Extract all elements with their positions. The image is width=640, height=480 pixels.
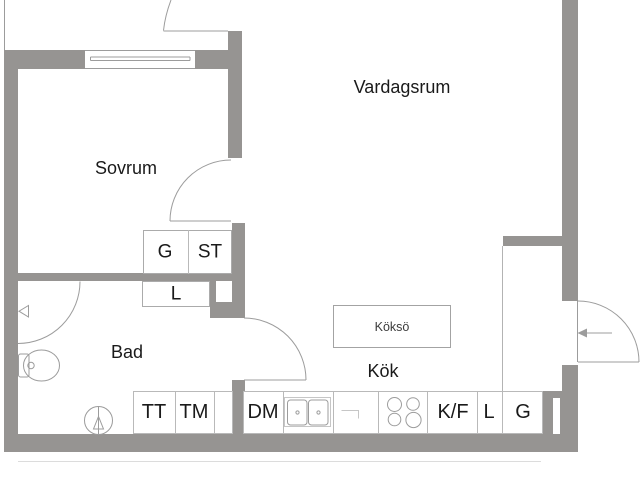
kitchen-island-box bbox=[333, 305, 451, 348]
closet-label-st: ST bbox=[197, 241, 223, 263]
counter-label-l: L bbox=[483, 401, 495, 423]
counter-label-tt: TT bbox=[141, 401, 167, 423]
closet-g-st-divider bbox=[188, 230, 189, 274]
wall-top-left bbox=[4, 50, 85, 69]
corner-shaft-notch bbox=[553, 398, 560, 434]
wall-left bbox=[4, 50, 18, 452]
wall-bathroom-north bbox=[18, 273, 232, 281]
wall-top-right-of-window bbox=[195, 50, 228, 69]
toilet-icon bbox=[18, 349, 60, 382]
laundry-counter bbox=[133, 391, 233, 434]
room-label-bedroom: Sovrum bbox=[94, 158, 158, 178]
counter-label-tm: TM bbox=[179, 401, 209, 423]
room-label-bathroom: Bad bbox=[110, 342, 144, 362]
wall-hall-top bbox=[503, 236, 565, 246]
washbasin-icon bbox=[84, 406, 113, 435]
counter-divider bbox=[477, 391, 478, 434]
closet-shaft-notch bbox=[216, 281, 232, 302]
room-label-living: Vardagsrum bbox=[353, 77, 451, 97]
counter-divider bbox=[502, 391, 503, 434]
window-icon bbox=[85, 50, 195, 69]
wall-bedroom-divider-upper bbox=[228, 31, 242, 158]
wall-bottom bbox=[4, 434, 578, 452]
kitchen-counter bbox=[243, 391, 543, 434]
counter-divider bbox=[427, 391, 428, 434]
closet-g-st-box bbox=[143, 230, 232, 274]
entrance-door-icon bbox=[577, 300, 640, 363]
counter-label-g: G bbox=[515, 401, 531, 423]
closet-label-g: G bbox=[157, 241, 173, 263]
top-door-arc bbox=[163, 0, 228, 32]
bathroom-door-icon bbox=[243, 317, 307, 381]
hall-boundary-line bbox=[502, 246, 503, 391]
bedroom-door-icon bbox=[169, 159, 232, 222]
closet-l-box bbox=[142, 281, 210, 307]
bottom-shadow-line bbox=[18, 461, 541, 462]
closet-label-l: L bbox=[170, 283, 182, 305]
counter-divider bbox=[333, 391, 334, 434]
entrance-arrow-icon bbox=[577, 328, 612, 338]
wall-right-upper bbox=[562, 0, 578, 301]
shower-corner-icon bbox=[17, 281, 81, 344]
counter-label-kf: K/F bbox=[437, 401, 469, 423]
counter-divider bbox=[175, 391, 176, 434]
wall-right-lower bbox=[562, 365, 578, 452]
counter-divider bbox=[283, 391, 284, 434]
floor-drain-icon bbox=[18, 304, 29, 318]
wall-bedroom-divider-lower bbox=[232, 223, 245, 318]
room-label-kitchen: Kök bbox=[367, 361, 399, 381]
counter-divider bbox=[214, 391, 215, 434]
counter-divider bbox=[378, 391, 379, 434]
counter-label-dm: DM bbox=[247, 401, 279, 423]
kitchen-island-label: Köksö bbox=[374, 319, 410, 334]
